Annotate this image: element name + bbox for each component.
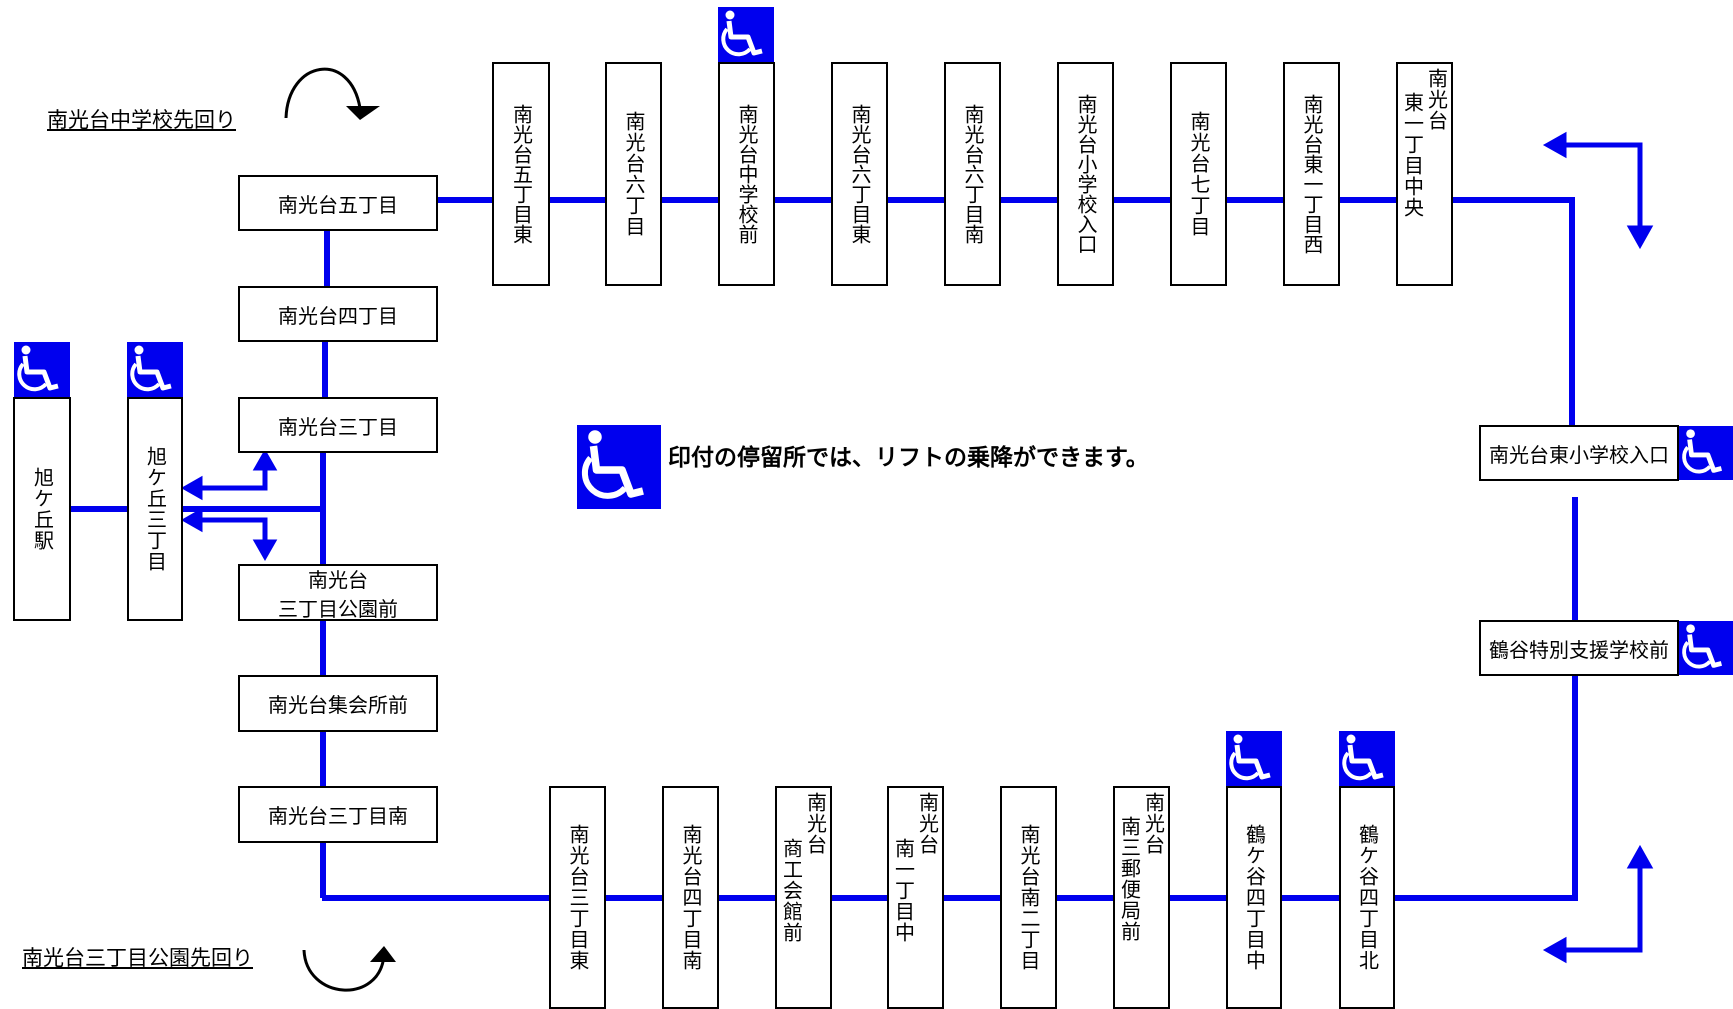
stop-bottom-4: 南光台 南一丁目中 (887, 786, 944, 1009)
legend-text: 印付の停留所では、リフトの乗降ができます。 (668, 445, 1149, 471)
stop-top-8: 南光台東一丁目西 (1283, 62, 1340, 286)
wheelchair-icon (1679, 425, 1733, 481)
stop-bottom-5: 南光台南二丁目 (1000, 786, 1057, 1009)
stop-asahigaoka-station: 旭ケ丘駅 (13, 397, 71, 621)
clockwise-arrow-icon (284, 67, 362, 119)
wheelchair-icon (1226, 731, 1282, 787)
stop-top-5: 南光台六丁目南 (944, 62, 1001, 286)
stop-east-school: 南光台東小学校入口 (1479, 425, 1679, 481)
stop-bottom-7: 鶴ケ谷四丁目中 (1226, 786, 1282, 1009)
wheelchair-icon (1339, 731, 1395, 787)
stop-bottom-2: 南光台四丁目南 (662, 786, 719, 1009)
stop-bottom-3: 南光台 商工会館前 (775, 786, 832, 1009)
stop-asahigaoka-3: 旭ケ丘三丁目 (127, 397, 183, 621)
stop-top-6: 南光台小学校入口 (1057, 62, 1114, 286)
stop-top-9: 南光台 東一丁目中央 (1396, 62, 1453, 286)
stop-bottom-1: 南光台三丁目東 (549, 786, 606, 1009)
counterclockwise-arrow-icon (302, 949, 386, 992)
stop-minamikoudai-3-south: 南光台三丁目南 (238, 786, 438, 843)
stop-minamikoudai-3-park: 南光台 三丁目公園前 (238, 564, 438, 621)
route-label-counterclockwise: 南光台三丁目公園先回り (22, 946, 253, 970)
stop-top-4: 南光台六丁目東 (831, 62, 888, 286)
stop-minamikoudai-hall: 南光台集会所前 (238, 675, 438, 732)
stop-top-3: 南光台中学校前 (718, 62, 775, 286)
wheelchair-icon (127, 342, 183, 398)
wheelchair-icon (718, 7, 774, 63)
stop-top-1: 南光台五丁目東 (492, 62, 550, 286)
stop-tsurugaya-special: 鶴谷特別支援学校前 (1479, 620, 1679, 676)
stop-top-7: 南光台七丁目 (1170, 62, 1227, 286)
stop-top-2: 南光台六丁目 (605, 62, 662, 286)
stop-bottom-8: 鶴ケ谷四丁目北 (1339, 786, 1395, 1009)
stop-minamikoudai-4: 南光台四丁目 (238, 286, 438, 342)
wheelchair-icon (577, 425, 661, 509)
wheelchair-icon (14, 342, 70, 398)
stop-minamikoudai-5: 南光台五丁目 (238, 175, 438, 231)
stop-bottom-6: 南光台 南三郵便局前 (1113, 786, 1170, 1009)
wheelchair-icon (1679, 620, 1733, 676)
route-label-clockwise: 南光台中学校先回り (47, 108, 236, 132)
stop-minamikoudai-3: 南光台三丁目 (238, 397, 438, 453)
